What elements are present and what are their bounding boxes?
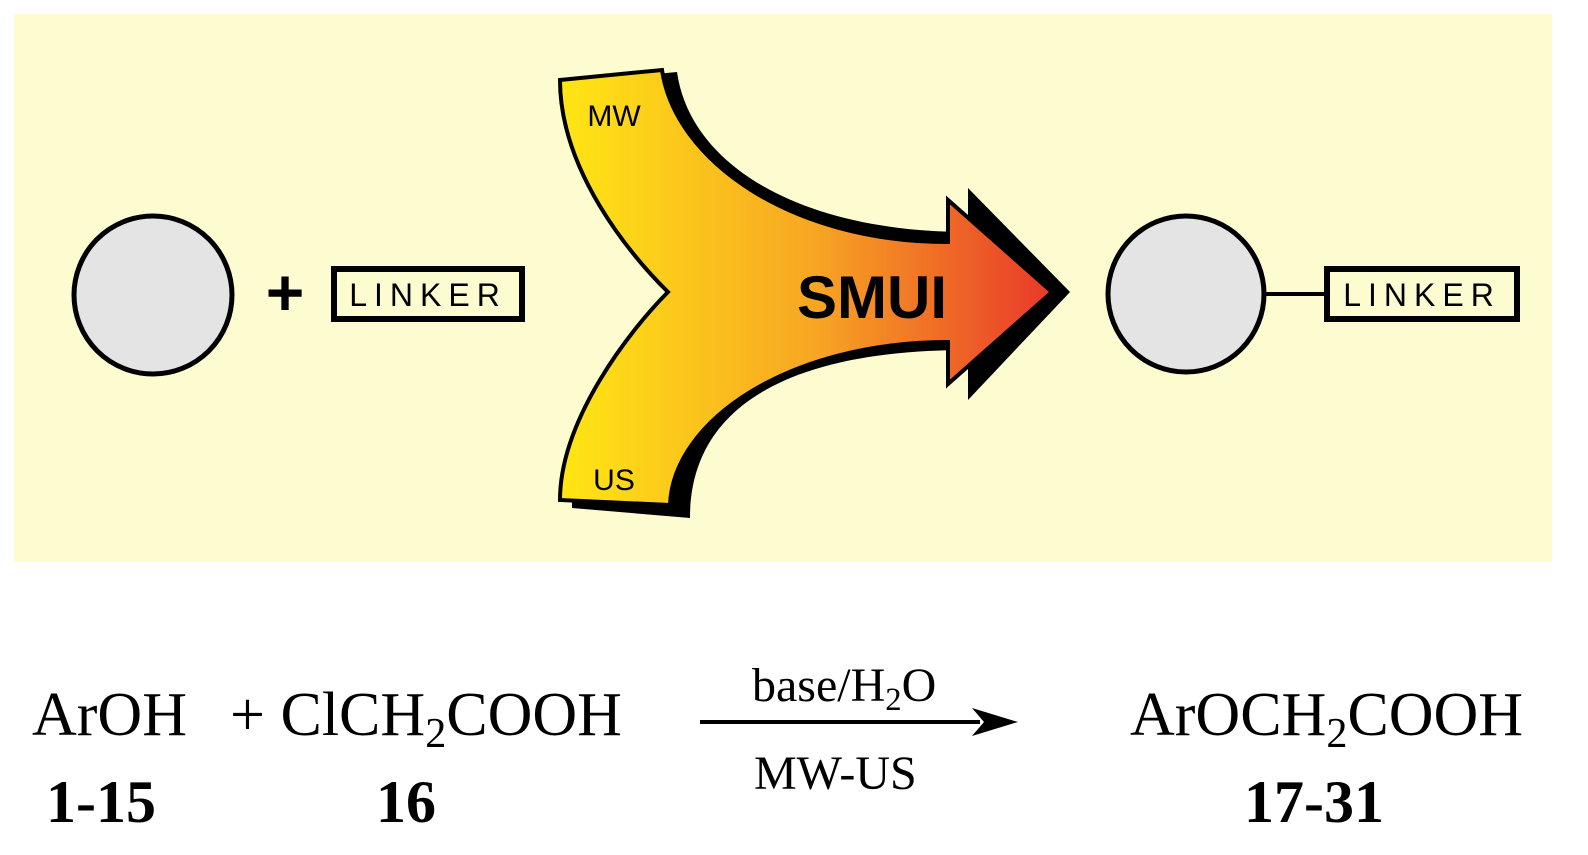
equation-plus: + [230, 681, 265, 749]
condition-mw-us: MW-US [754, 747, 917, 800]
smui-arrow [557, 67, 1056, 508]
plus-sign: + [266, 255, 305, 329]
condition-base-water: base/H2O [752, 659, 937, 719]
reaction-arrow-head [972, 708, 1018, 736]
smui-label: SMUI [797, 264, 947, 331]
linker-label-right: LINKER [1343, 277, 1501, 313]
product-number: 17-31 [1244, 769, 1384, 835]
product-aryloxyacetic-acid: ArOCH2COOH [1130, 681, 1524, 757]
reactant-sphere [71, 213, 235, 377]
mw-input-label: MW [587, 100, 641, 133]
linker-box-right: LINKER [1324, 266, 1520, 322]
us-input-label: US [593, 464, 635, 497]
reactant-chloroacetic-acid-number: 16 [376, 769, 436, 835]
reactant-aroh: ArOH [32, 681, 187, 749]
product-sphere [1105, 213, 1267, 375]
reactant-aroh-number: 1-15 [46, 769, 156, 835]
reactant-chloroacetic-acid: + ClCH2COOH [230, 681, 622, 757]
linker-box-left: LINKER [331, 266, 525, 322]
linker-label-left: LINKER [349, 277, 507, 313]
